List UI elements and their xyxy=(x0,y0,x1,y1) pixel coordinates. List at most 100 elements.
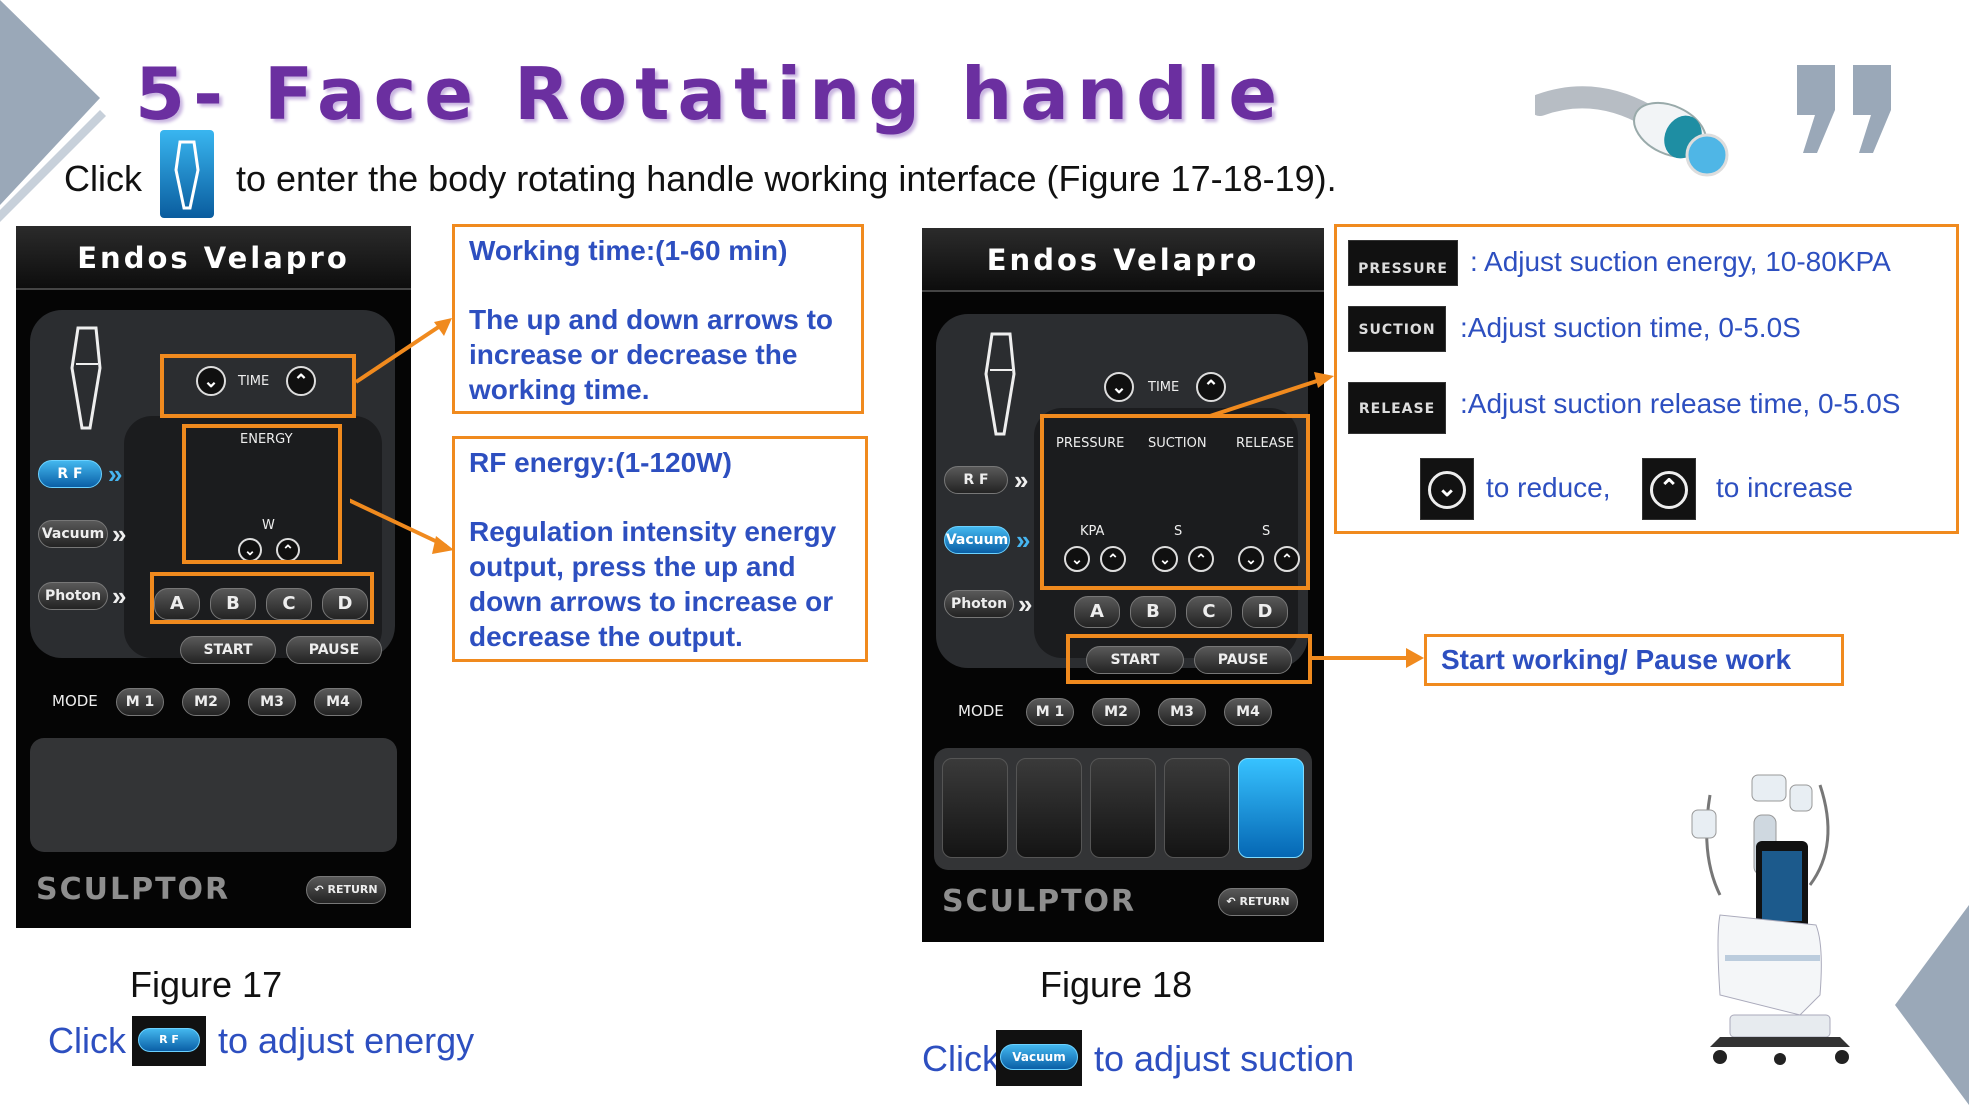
page-title: 5- Face Rotating handle xyxy=(135,52,1286,136)
callout-arrows-18 xyxy=(1209,372,1424,668)
vacuum-mode-button[interactable]: Vacuum xyxy=(38,520,108,548)
rf-key-pill: R F xyxy=(138,1028,200,1052)
increase-key-image: ⌃ xyxy=(1642,458,1696,520)
program-a-button[interactable]: A xyxy=(154,588,200,620)
pause-button-18[interactable]: PAUSE xyxy=(1194,646,1292,674)
vacuum-key-pill: Vacuum xyxy=(1000,1044,1078,1070)
figure-18-screen: Endos Velapro ⌄ TIME ⌃ PRESSURE SUCTION … xyxy=(922,228,1324,942)
time-label-18: TIME xyxy=(1148,380,1180,395)
photon-chevron-icon-18: » xyxy=(1018,589,1033,619)
program-d-button-18[interactable]: D xyxy=(1242,596,1288,628)
program-c-button-18[interactable]: C xyxy=(1186,596,1232,628)
suction-description: :Adjust suction time, 0-5.0S xyxy=(1460,312,1801,343)
bottom-left-text: to adjust energy xyxy=(218,1020,475,1061)
highlight-vacuum-params xyxy=(1040,414,1310,590)
program-d-button[interactable]: D xyxy=(322,588,368,620)
rotating-handle-image xyxy=(1535,86,1729,177)
pressure-description: : Adjust suction energy, 10-80KPA xyxy=(1470,246,1891,277)
chevron-up-icon: ⌃ xyxy=(1650,471,1688,509)
mode-m3-button[interactable]: M3 xyxy=(248,688,296,716)
return-button[interactable]: ↶ RETURN xyxy=(306,876,386,904)
intro-description: to enter the body rotating handle workin… xyxy=(236,158,1337,199)
figure-18-caption: Figure 18 xyxy=(1040,964,1193,1005)
suction-label: SUCTION xyxy=(1148,436,1207,451)
reduce-key-image: ⌄ xyxy=(1420,458,1474,520)
empty-handle-tray xyxy=(30,738,397,852)
handle-tile-face-icon[interactable] xyxy=(1238,758,1304,858)
highlight-start-pause xyxy=(1066,634,1312,684)
vacuum-chevron-icon-18: » xyxy=(1016,525,1031,555)
photon-mode-button-18[interactable]: Photon xyxy=(944,590,1014,618)
corner-decoration-top-left xyxy=(0,0,106,222)
suction-down-button[interactable]: ⌄ xyxy=(1152,546,1178,572)
vacuum-mode-button-18[interactable]: Vacuum xyxy=(944,526,1010,554)
handle-tile-1-icon[interactable] xyxy=(942,758,1008,858)
time-up-button-18[interactable]: ⌃ xyxy=(1196,372,1226,402)
rf-energy-line-3: down arrows to increase or xyxy=(469,586,834,617)
program-b-button-18[interactable]: B xyxy=(1130,596,1176,628)
start-button[interactable]: START xyxy=(180,636,276,664)
rf-energy-line-4: decrease the output. xyxy=(469,621,743,652)
return-button-18[interactable]: ↶ RETURN xyxy=(1218,888,1298,916)
mode-m4-button[interactable]: M4 xyxy=(314,688,362,716)
release-unit-label: S xyxy=(1262,524,1271,539)
handle-tile-4-icon[interactable] xyxy=(1164,758,1230,858)
brand-logo-18: SCULPTOR xyxy=(942,884,1137,919)
handle-tile-3-icon[interactable] xyxy=(1090,758,1156,858)
mode-m3-button-18[interactable]: M3 xyxy=(1158,698,1206,726)
rf-mode-button[interactable]: R F xyxy=(38,460,102,488)
handle-tile-2-icon[interactable] xyxy=(1016,758,1082,858)
release-label: RELEASE xyxy=(1236,436,1295,451)
handle-graphic-icon xyxy=(70,326,102,430)
start-button-18[interactable]: START xyxy=(1086,646,1184,674)
photon-mode-button[interactable]: Photon xyxy=(38,582,108,610)
brand-logo: SCULPTOR xyxy=(36,872,231,907)
chevron-down-icon: ⌄ xyxy=(1428,471,1466,509)
face-handle-button-icon[interactable] xyxy=(160,130,214,218)
working-time-line-3: working time. xyxy=(469,374,650,405)
corner-decoration-bottom-right xyxy=(1895,905,1969,1105)
rf-mode-button-18[interactable]: R F xyxy=(944,466,1008,494)
photon-chevron-icon: » xyxy=(112,581,127,611)
pause-button[interactable]: PAUSE xyxy=(286,636,382,664)
release-key-image: RELEASE xyxy=(1348,382,1446,434)
pressure-key-image: PRESSURE xyxy=(1348,240,1458,286)
suction-key-image: SUCTION xyxy=(1348,306,1446,352)
release-up-button[interactable]: ⌃ xyxy=(1274,546,1300,572)
time-down-button-18[interactable]: ⌄ xyxy=(1104,372,1134,402)
figure-17-screen: Endos Velapro ⌄ TIME ⌃ ENERGY W ⌄ ⌃ R F … xyxy=(16,226,411,928)
return-label: RETURN xyxy=(327,883,378,896)
intro-click-text: Click xyxy=(64,158,142,199)
rf-energy-line-1: Regulation intensity energy xyxy=(469,516,837,547)
mode-m1-button-18[interactable]: M 1 xyxy=(1026,698,1074,726)
bottom-left-click: Click xyxy=(48,1020,126,1061)
bottom-right-click: Click xyxy=(922,1038,1000,1079)
mode-m2-button-18[interactable]: M2 xyxy=(1092,698,1140,726)
rf-chevron-icon-18: » xyxy=(1014,465,1029,495)
pressure-label: PRESSURE xyxy=(1056,436,1125,451)
suction-up-button[interactable]: ⌃ xyxy=(1188,546,1214,572)
pressure-up-button[interactable]: ⌃ xyxy=(1100,546,1126,572)
mode-m1-button[interactable]: M 1 xyxy=(116,688,164,716)
vacuum-chevron-icon: » xyxy=(112,519,127,549)
energy-label: ENERGY xyxy=(240,432,293,447)
time-down-button[interactable]: ⌄ xyxy=(196,366,226,396)
release-down-button[interactable]: ⌄ xyxy=(1238,546,1264,572)
start-pause-callout: Start working/ Pause work xyxy=(1424,634,1844,686)
app-header: Endos Velapro xyxy=(16,226,411,290)
time-up-button[interactable]: ⌃ xyxy=(286,366,316,396)
mode-m4-button-18[interactable]: M4 xyxy=(1224,698,1272,726)
mode-label-18: MODE xyxy=(958,702,1004,720)
app-header-18: Endos Velapro xyxy=(922,228,1324,292)
kpa-unit-label: KPA xyxy=(1080,524,1105,539)
watt-unit-label: W xyxy=(262,518,275,533)
rf-key-image: R F xyxy=(132,1016,206,1066)
pressure-down-button[interactable]: ⌄ xyxy=(1064,546,1090,572)
program-a-button-18[interactable]: A xyxy=(1074,596,1120,628)
program-b-button[interactable]: B xyxy=(210,588,256,620)
rf-chevron-icon: » xyxy=(108,459,123,489)
working-time-title: Working time:(1-60 min) xyxy=(469,235,788,266)
program-c-button[interactable]: C xyxy=(266,588,312,620)
mode-m2-button[interactable]: M2 xyxy=(182,688,230,716)
quote-mark-icon xyxy=(1797,65,1891,153)
